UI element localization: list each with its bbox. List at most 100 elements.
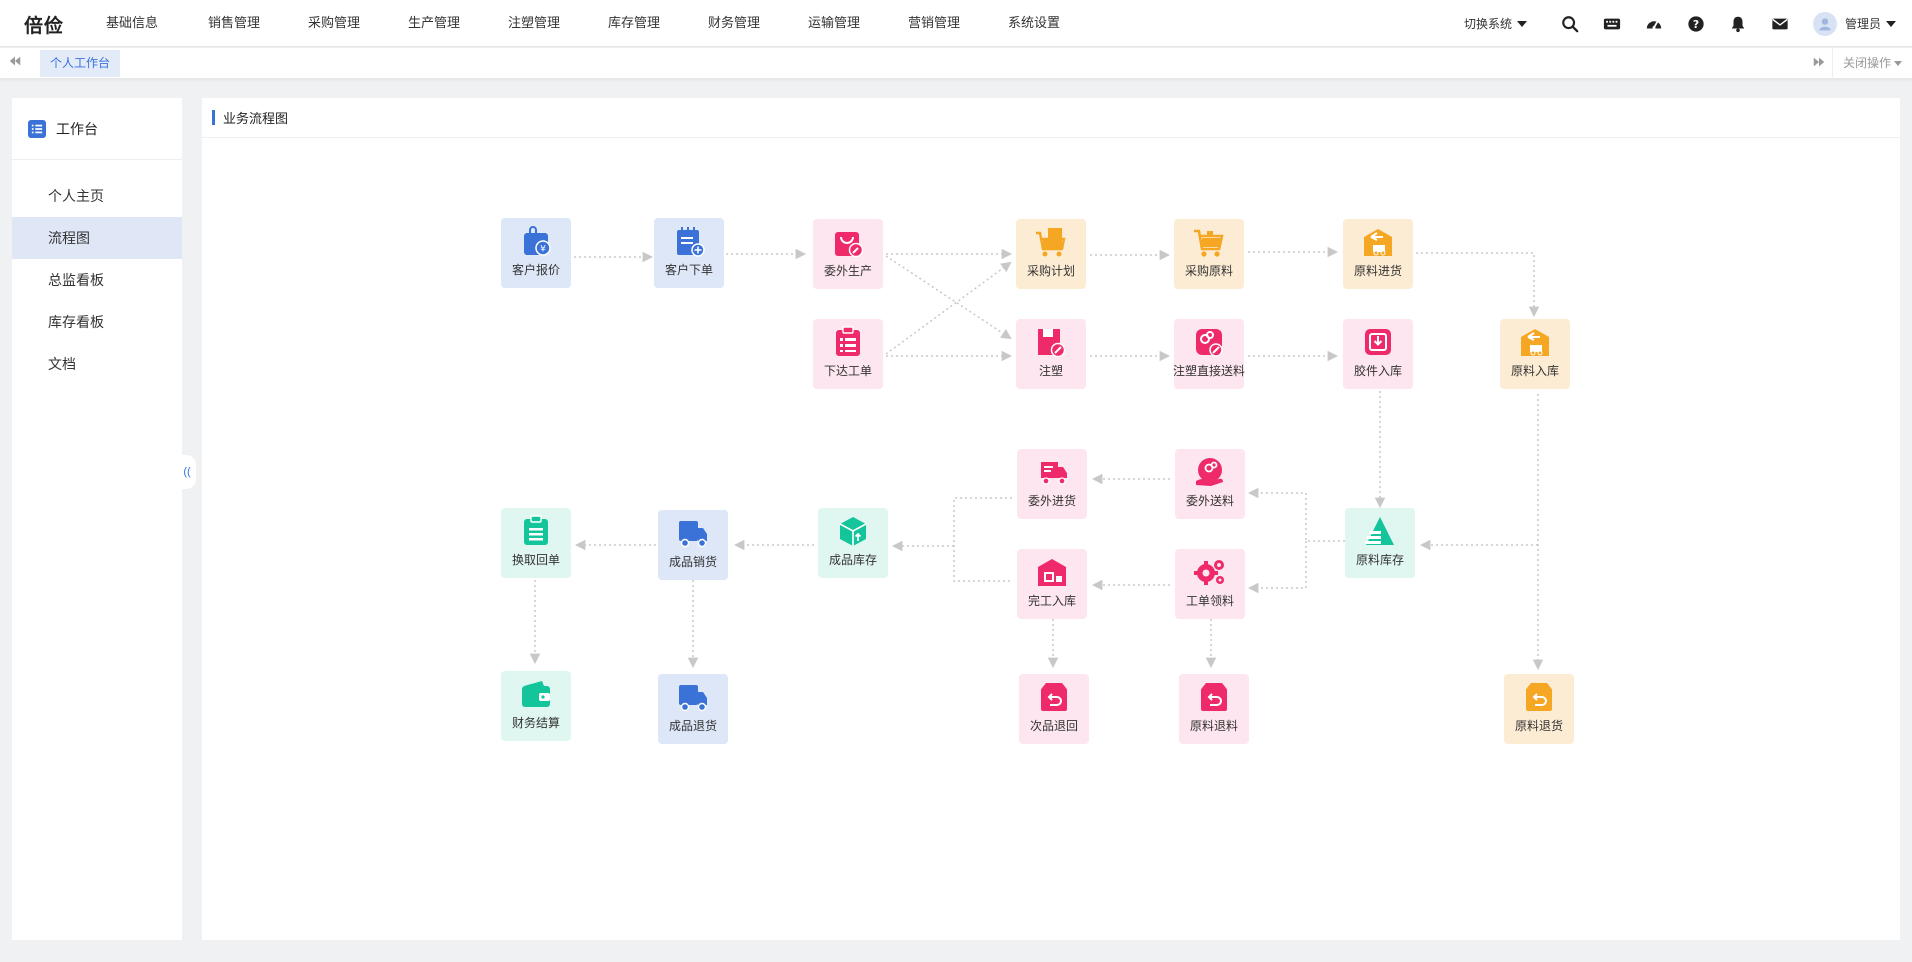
flow-node-material-inbound-goods[interactable]: 原料进货 xyxy=(1343,219,1413,289)
node-label: 成品销货 xyxy=(668,555,717,569)
sidebar: 工作台 个人主页 流程图 总监看板 库存看板 文档 xyxy=(12,98,182,940)
flow-node-injection[interactable]: 注塑 xyxy=(1016,319,1086,389)
app-logo[interactable]: 倍俭 xyxy=(24,16,65,37)
menu-item-transport[interactable]: 运输管理 xyxy=(808,15,861,30)
title-accent-bar xyxy=(212,110,215,125)
menu-item-basic-info[interactable]: 基础信息 xyxy=(106,15,159,30)
top-navbar: 倍俭 基础信息 销售管理 采购管理 生产管理 注塑管理 库存管理 财务管理 运输… xyxy=(0,0,1912,47)
flow-node-purchase-material[interactable]: 采购原料 xyxy=(1174,219,1244,289)
node-label: 原料退货 xyxy=(1514,719,1563,733)
flow-node-injection-direct-send[interactable]: 注塑直接送料 xyxy=(1173,319,1246,389)
node-label: 注塑 xyxy=(1038,364,1063,378)
menu-item-inventory[interactable]: 库存管理 xyxy=(608,15,661,30)
warehouse-truck-icon xyxy=(1518,325,1552,359)
factory-icon xyxy=(1035,555,1069,589)
node-label: 原料入库 xyxy=(1510,364,1559,378)
flow-node-product-sales[interactable]: 成品销货 xyxy=(658,510,728,580)
node-label: 采购计划 xyxy=(1026,264,1075,278)
flow-node-exchange-receipt[interactable]: 换取回单 xyxy=(501,508,571,578)
menu-item-sales[interactable]: 销售管理 xyxy=(208,15,261,30)
box-return-icon xyxy=(1522,680,1556,714)
flow-node-defect-return[interactable]: 次品退回 xyxy=(1019,674,1089,744)
tab-scroll-left-icon[interactable] xyxy=(8,55,28,71)
node-label: 原料退料 xyxy=(1189,719,1238,733)
close-operations-label: 关闭操作 xyxy=(1843,56,1892,70)
menu-item-injection[interactable]: 注塑管理 xyxy=(508,15,561,30)
dashboard-icon[interactable] xyxy=(1644,14,1664,34)
node-label: 采购原料 xyxy=(1184,264,1233,278)
node-label: 委外生产 xyxy=(823,264,872,278)
tab-bar: 个人工作台 关闭操作 xyxy=(0,48,1912,79)
node-label: 次品退回 xyxy=(1029,719,1078,733)
inbox-download-icon xyxy=(1361,325,1395,359)
node-label: 完工入库 xyxy=(1027,594,1076,608)
keyboard-icon[interactable] xyxy=(1602,14,1622,34)
box-return-icon xyxy=(1197,680,1231,714)
list-icon xyxy=(28,119,46,138)
flow-node-customer-quote[interactable]: ¥ 客户报价 xyxy=(501,218,571,288)
node-label: 换取回单 xyxy=(511,553,560,567)
node-label: 客户下单 xyxy=(664,263,713,277)
tab-scroll-right-icon[interactable] xyxy=(1812,55,1832,71)
sidebar-item-documents[interactable]: 文档 xyxy=(48,356,76,372)
user-name-label: 管理员 xyxy=(1844,17,1881,31)
sidebar-item-personal-home[interactable]: 个人主页 xyxy=(48,188,104,204)
quote-bag-icon: ¥ xyxy=(519,224,553,258)
flow-node-issue-work-order[interactable]: 下达工单 xyxy=(813,319,883,389)
main-panel: 业务流程图 xyxy=(202,98,1900,940)
flow-node-outsource-receive[interactable]: 委外进货 xyxy=(1017,449,1087,519)
menu-item-production[interactable]: 生产管理 xyxy=(408,15,461,30)
flow-node-customer-order[interactable]: 客户下单 xyxy=(654,218,724,288)
flow-node-work-order-pick[interactable]: 工单领料 xyxy=(1175,549,1245,619)
user-menu[interactable]: 管理员 xyxy=(1845,15,1896,32)
hand-pills-icon xyxy=(1193,455,1227,489)
shopping-cart-icon xyxy=(1192,225,1226,259)
node-label: 委外送料 xyxy=(1185,494,1234,508)
flow-node-purchase-plan[interactable]: 采购计划 xyxy=(1016,219,1086,289)
sidebar-collapse-button[interactable]: (( xyxy=(178,455,196,489)
flow-node-outsource-send[interactable]: 委外送料 xyxy=(1175,449,1245,519)
menu-item-settings[interactable]: 系统设置 xyxy=(1008,15,1061,30)
flow-node-rubber-part-inbound[interactable]: 胶件入库 xyxy=(1343,319,1413,389)
search-icon[interactable] xyxy=(1560,14,1580,34)
mold-wrench-icon xyxy=(1034,325,1068,359)
flow-node-material-warehouse-in[interactable]: 原料入库 xyxy=(1500,319,1570,389)
flow-node-product-return[interactable]: 成品退货 xyxy=(658,674,728,744)
gears-icon xyxy=(1193,555,1227,589)
flow-node-material-return[interactable]: 原料退料 xyxy=(1179,674,1249,744)
box-upload-icon xyxy=(836,514,870,548)
flow-node-product-stock[interactable]: 成品库存 xyxy=(818,508,888,578)
close-operations-dropdown[interactable]: 关闭操作 xyxy=(1832,48,1912,79)
flow-node-completed-inbound[interactable]: 完工入库 xyxy=(1017,549,1087,619)
mail-icon[interactable] xyxy=(1770,14,1790,34)
bell-icon[interactable] xyxy=(1728,14,1748,34)
order-notepad-icon xyxy=(672,224,706,258)
help-icon[interactable]: ? xyxy=(1686,14,1706,34)
user-avatar[interactable] xyxy=(1812,11,1837,36)
menu-item-purchase[interactable]: 采购管理 xyxy=(308,15,361,30)
truck-icon xyxy=(676,516,710,550)
node-label: 胶件入库 xyxy=(1353,364,1402,378)
tab-personal-workbench[interactable]: 个人工作台 xyxy=(40,50,121,77)
node-label: 注塑直接送料 xyxy=(1173,364,1246,378)
sidebar-item-director-board[interactable]: 总监看板 xyxy=(48,272,104,288)
shopping-bag-wrench-icon xyxy=(831,225,865,259)
header-tools: 切换系统 ? 管理员 xyxy=(1464,0,1896,47)
sidebar-item-flowchart[interactable]: 流程图 xyxy=(12,217,182,259)
flow-node-finance-settlement[interactable]: 财务结算 xyxy=(501,671,571,741)
switch-system-label: 切换系统 xyxy=(1463,17,1512,31)
flow-node-material-refund[interactable]: 原料退货 xyxy=(1504,674,1574,744)
flow-connectors xyxy=(529,246,1544,671)
pills-wrench-icon xyxy=(1192,325,1226,359)
flow-node-material-stock[interactable]: 原料库存 xyxy=(1345,508,1415,578)
flow-node-outsource-production[interactable]: 委外生产 xyxy=(813,219,883,289)
truck-icon xyxy=(676,680,710,714)
sidebar-item-inventory-board[interactable]: 库存看板 xyxy=(48,314,104,330)
page-title: 业务流程图 xyxy=(223,111,289,126)
menu-item-marketing[interactable]: 营销管理 xyxy=(908,15,961,30)
menu-item-finance[interactable]: 财务管理 xyxy=(708,15,761,30)
warehouse-truck-icon xyxy=(1361,225,1395,259)
switch-system-dropdown[interactable]: 切换系统 xyxy=(1464,15,1527,32)
clipboard-list-icon xyxy=(831,325,865,359)
cart-plan-icon xyxy=(1034,225,1068,259)
